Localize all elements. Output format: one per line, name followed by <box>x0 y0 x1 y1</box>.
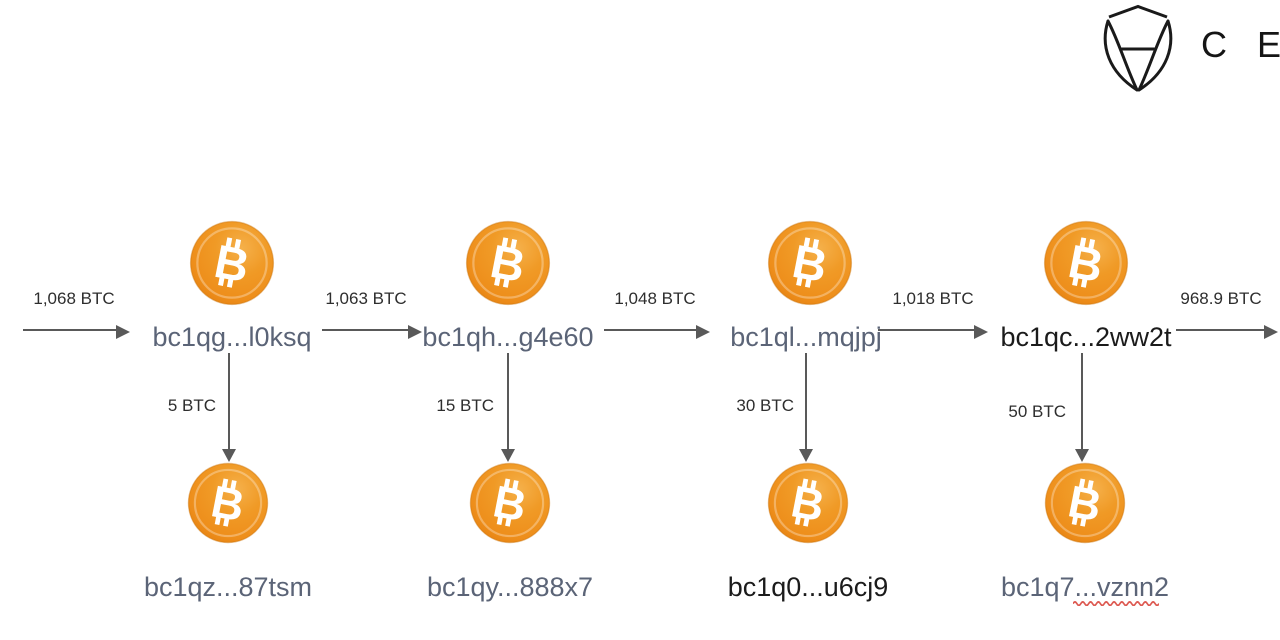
amount-label-in: 1,068 BTC <box>33 289 115 308</box>
arrow-incoming <box>23 325 130 340</box>
arrow-chain-2-3 <box>604 325 710 340</box>
arrow-peel-2 <box>500 353 515 462</box>
amount-label-1-2: 1,063 BTC <box>325 289 407 308</box>
address-node-2: bc1qh...g4e60 <box>422 322 594 352</box>
peel-address-2: bc1qy...888x7 <box>426 572 594 602</box>
peel-address-4: bc1q7...vznn2 <box>955 572 1215 606</box>
peel-amount-label-3: 30 BTC <box>736 396 794 415</box>
arrow-chain-1-2 <box>322 325 422 340</box>
amount-label-out: 968.9 BTC <box>1180 289 1262 308</box>
peel-address-1: bc1qz...87tsm <box>143 572 313 602</box>
peel-amount-label-2: 15 BTC <box>436 396 494 415</box>
spellcheck-squiggle <box>1073 600 1159 606</box>
amount-label-3-4: 1,018 BTC <box>892 289 974 308</box>
btc-coin-icon <box>1042 460 1128 551</box>
btc-coin-icon <box>765 460 851 551</box>
btc-coin-icon <box>187 218 277 313</box>
peel-amount-label-4: 50 BTC <box>1008 402 1066 421</box>
amount-label-2-3: 1,048 BTC <box>614 289 696 308</box>
brand-wordmark: CE <box>1201 24 1280 65</box>
arrow-chain-3-4 <box>878 325 988 340</box>
address-node-3: bc1ql...mqjpj <box>730 322 882 352</box>
btc-coin-icon <box>467 460 553 551</box>
btc-coin-icon <box>463 218 553 313</box>
peel-address-3: bc1q0...u6cj9 <box>727 572 889 602</box>
btc-coin-icon <box>765 218 855 313</box>
arrow-peel-4 <box>1074 353 1089 462</box>
peel-address-4-text: bc1q7...vznn2 <box>1000 572 1170 602</box>
btc-coin-icon <box>185 460 271 551</box>
peel-amount-label-1: 5 BTC <box>167 396 216 415</box>
btc-coin-icon <box>1041 218 1131 313</box>
address-node-1: bc1qg...l0ksq <box>152 322 312 352</box>
address-node-4: bc1qc...2ww2t <box>1000 322 1172 352</box>
arrow-peel-3 <box>798 353 813 462</box>
arrow-peel-1 <box>221 353 236 462</box>
arrow-outgoing <box>1176 325 1278 340</box>
certik-shield-icon <box>1096 2 1180 97</box>
